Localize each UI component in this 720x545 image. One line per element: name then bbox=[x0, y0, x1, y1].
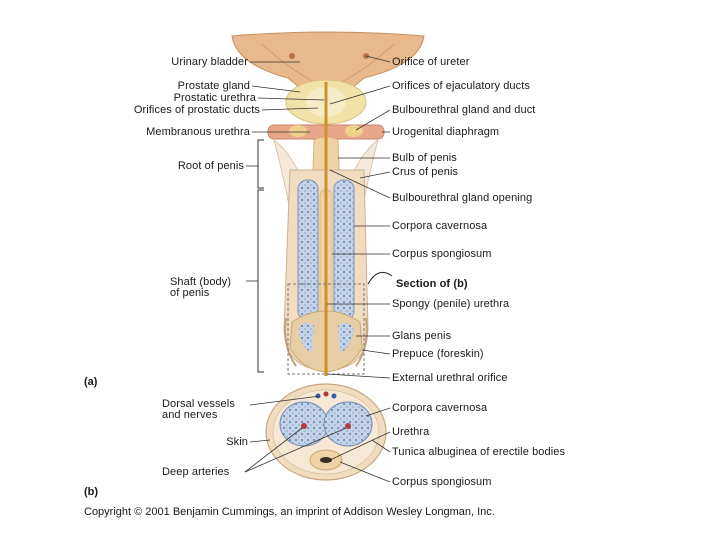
dorsal-vessel-3 bbox=[331, 393, 337, 399]
label-dorsal-line2: and nerves bbox=[162, 409, 218, 421]
label-bulbourethral-opening: Bulbourethral gland opening bbox=[392, 192, 533, 204]
label-bulbourethral-gland-duct: Bulbourethral gland and duct bbox=[392, 104, 536, 116]
root-bracket bbox=[257, 139, 264, 189]
label-membranous-urethra: Membranous urethra bbox=[146, 126, 250, 138]
label-urethra-b: Urethra bbox=[392, 426, 430, 438]
label-skin: Skin bbox=[226, 436, 248, 448]
deep-artery-right bbox=[345, 423, 351, 429]
glans-cavernosa-left bbox=[298, 322, 314, 352]
ureter-orifice-left bbox=[289, 53, 295, 59]
label-orifice-ureter: Orifice of ureter bbox=[392, 56, 470, 68]
label-orifices-prostatic-ducts: Orifices of prostatic ducts bbox=[133, 104, 260, 116]
label-urogenital-diaphragm: Urogenital diaphragm bbox=[392, 126, 500, 138]
label-corpus-spongiosum-b: Corpus spongiosum bbox=[392, 476, 492, 488]
label-shaft-line1: Shaft (body) bbox=[170, 276, 232, 288]
label-crus-of-penis: Crus of penis bbox=[392, 166, 459, 178]
urinary-bladder bbox=[231, 31, 425, 89]
corpus-cavernosum-left bbox=[297, 179, 319, 321]
dorsal-vessel-2 bbox=[323, 391, 329, 397]
label-spongy-urethra: Spongy (penile) urethra bbox=[392, 298, 510, 310]
shaft-bracket bbox=[257, 189, 264, 373]
label-deep-arteries: Deep arteries bbox=[162, 466, 230, 478]
label-glans-penis: Glans penis bbox=[392, 330, 452, 342]
label-corpora-cavernosa: Corpora cavernosa bbox=[392, 220, 488, 232]
label-bulb-of-penis: Bulb of penis bbox=[392, 152, 457, 164]
section-arrow bbox=[367, 271, 393, 285]
bulbourethral-gland-left bbox=[289, 125, 307, 137]
label-section-of-b: Section of (b) bbox=[396, 278, 468, 290]
bulbourethral-gland-right bbox=[345, 125, 363, 137]
panel-label-b: (b) bbox=[84, 486, 99, 498]
label-root-of-penis: Root of penis bbox=[177, 160, 244, 172]
section-marker bbox=[287, 283, 365, 375]
label-dorsal-line1: Dorsal vessels bbox=[162, 398, 235, 410]
label-tunica: Tunica albuginea of erectile bodies bbox=[392, 446, 566, 458]
label-shaft-line2: of penis bbox=[170, 287, 210, 299]
leader-lines-right bbox=[326, 55, 391, 483]
panel-label-a: (a) bbox=[84, 376, 98, 388]
leader-lines-left bbox=[244, 61, 347, 473]
glans-cavernosa-right bbox=[338, 322, 354, 352]
copyright-notice: Copyright © 2001 Benjamin Cummings, an i… bbox=[84, 506, 495, 518]
label-external-orifice: External urethral orifice bbox=[392, 372, 508, 384]
deep-artery-left bbox=[301, 423, 307, 429]
prepuce bbox=[284, 317, 368, 367]
label-corpora-cavernosa-b: Corpora cavernosa bbox=[392, 402, 488, 414]
label-corpus-spongiosum: Corpus spongiosum bbox=[392, 248, 492, 260]
corpus-cavernosum-right bbox=[333, 179, 355, 321]
label-urinary-bladder: Urinary bladder bbox=[171, 56, 248, 68]
label-prostate-gland: Prostate gland bbox=[177, 80, 250, 92]
cross-section-urethra bbox=[320, 457, 332, 463]
label-prostatic-urethra: Prostatic urethra bbox=[173, 92, 256, 104]
label-prepuce: Prepuce (foreskin) bbox=[392, 348, 484, 360]
label-orifices-ejaculatory: Orifices of ejaculatory ducts bbox=[392, 80, 531, 92]
